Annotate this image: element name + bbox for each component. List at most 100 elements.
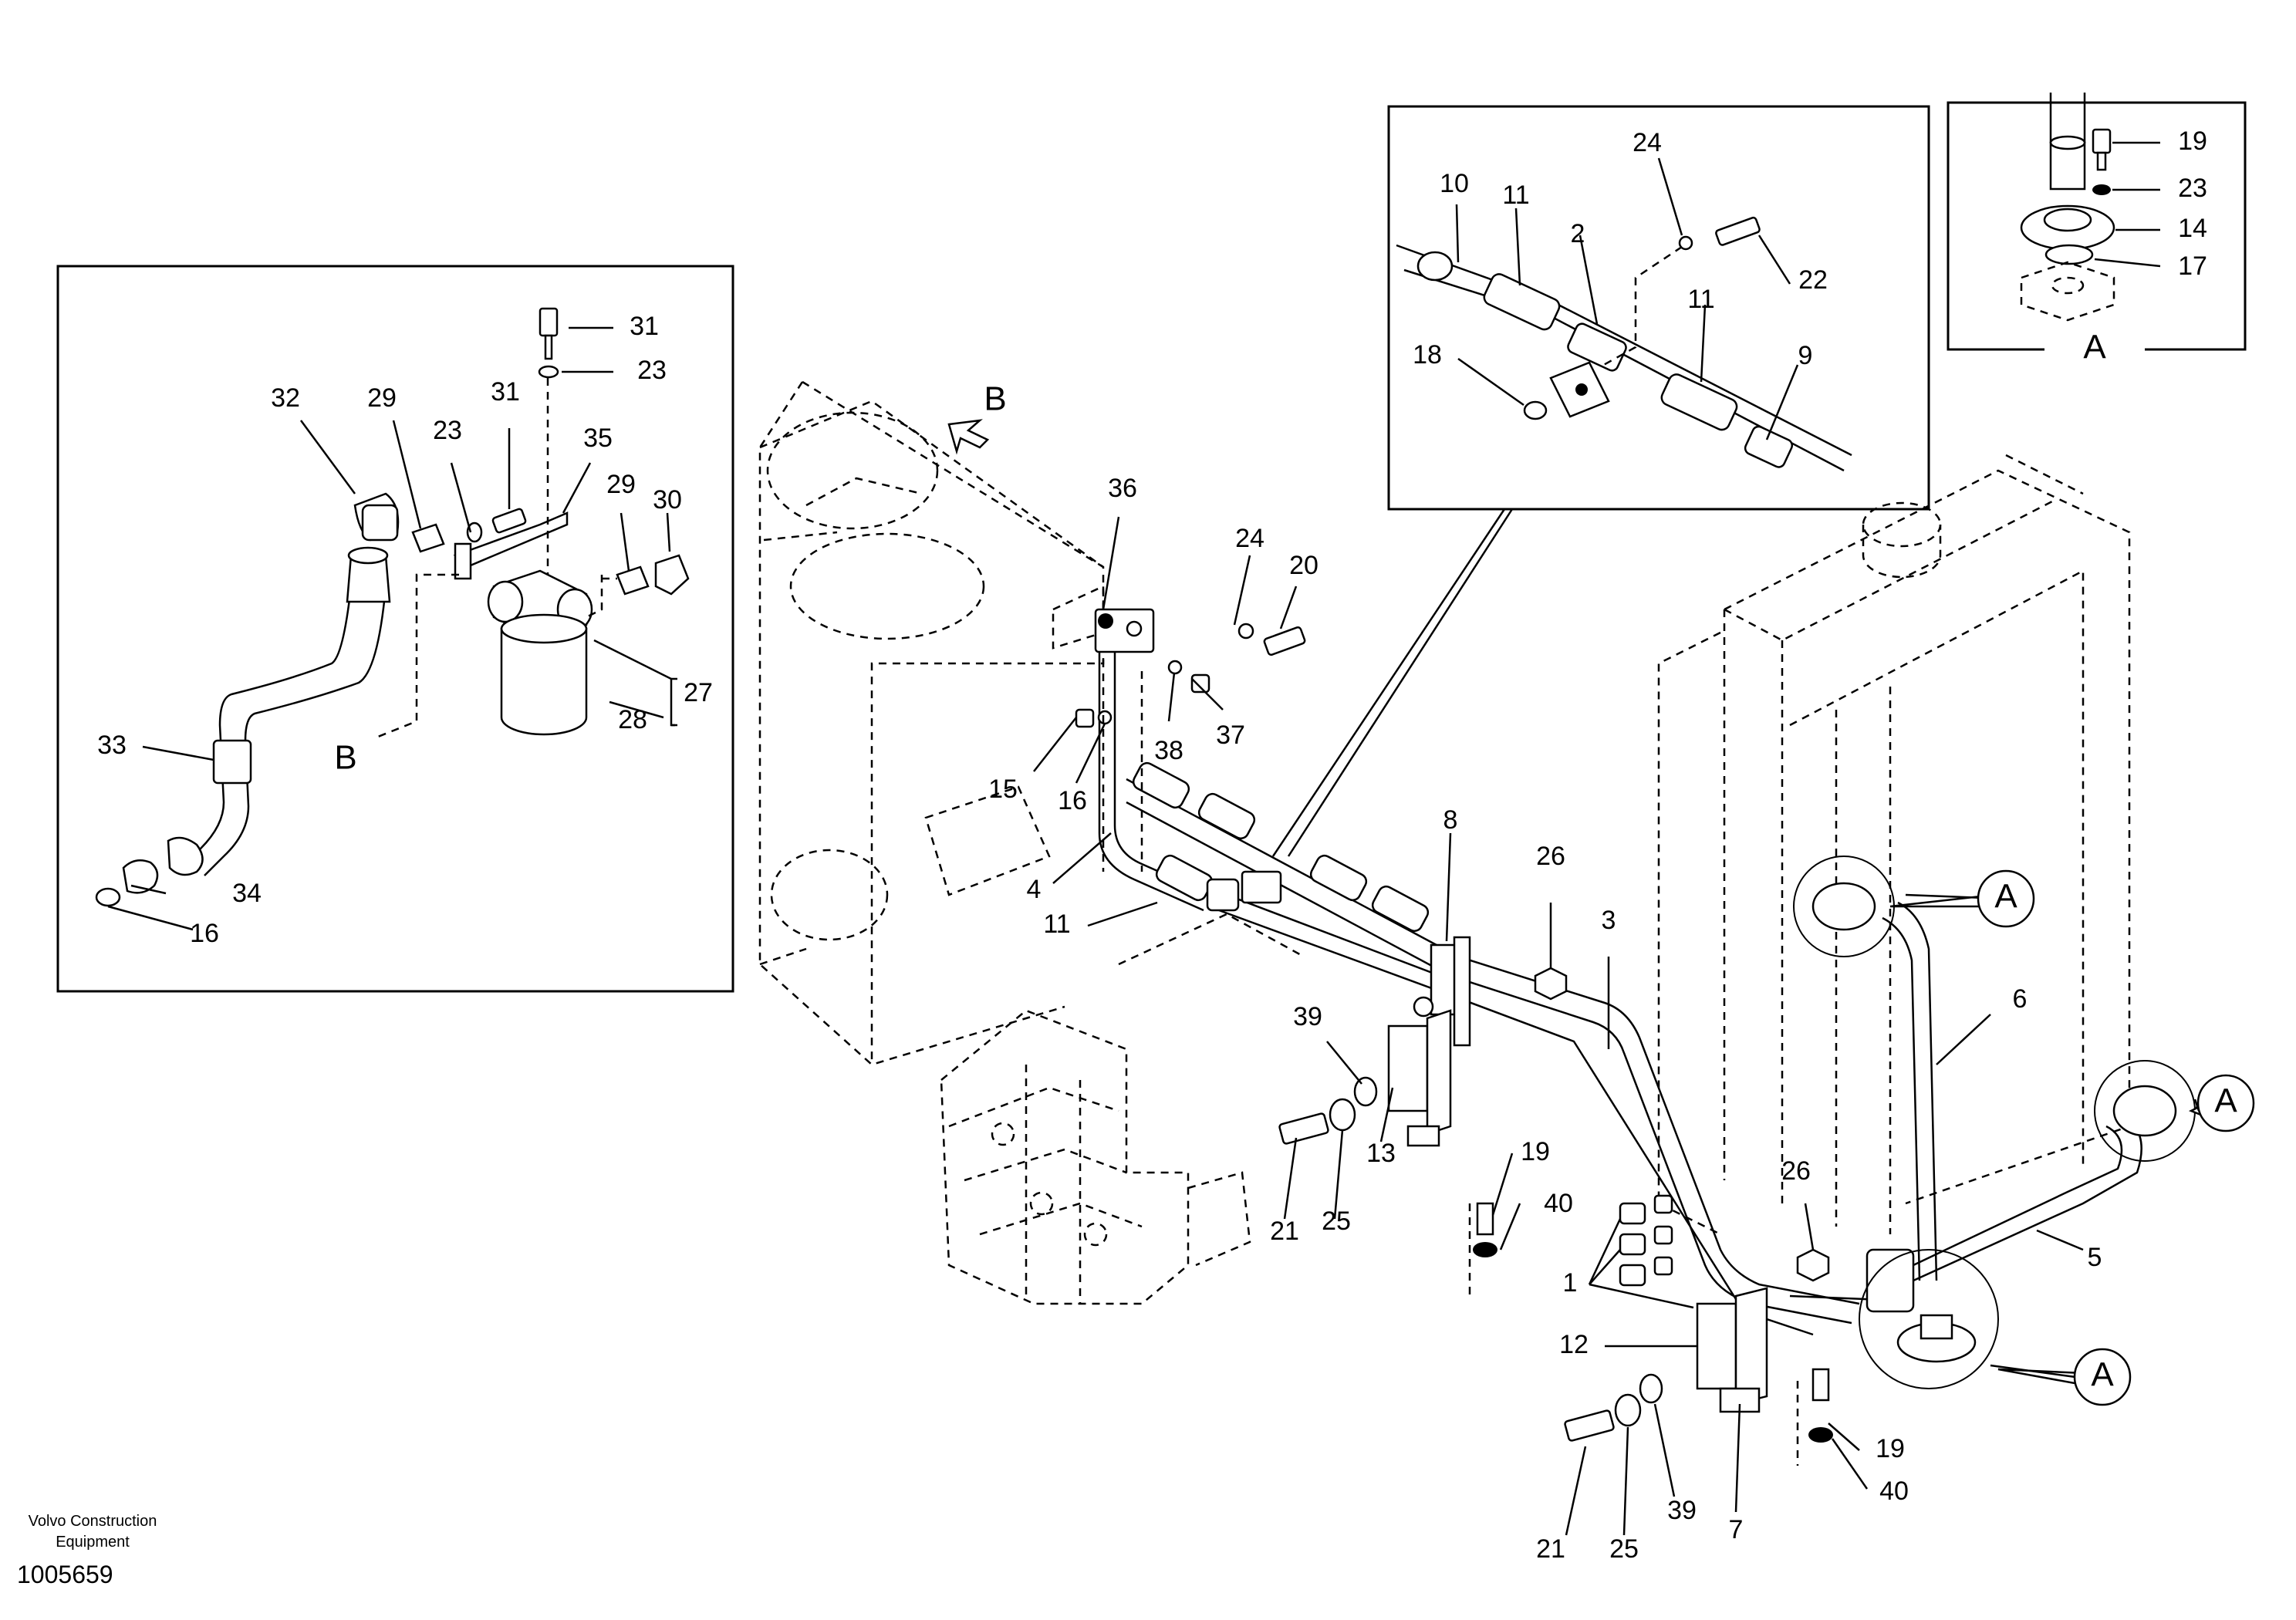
flange-14 <box>2049 141 2086 191</box>
callout-m22: A <box>2214 1082 2237 1120</box>
callout-m11: 8 <box>1443 805 1458 835</box>
callout-d4: 2 <box>1571 219 1585 248</box>
callout-o14: 34 <box>232 879 262 908</box>
document-number: 1005659 <box>17 1561 113 1588</box>
filter-canister-28 <box>500 627 588 736</box>
callout-m6: 38 <box>1154 736 1183 765</box>
callout-m18: 25 <box>1322 1207 1351 1236</box>
bracket-13 <box>1387 1024 1429 1112</box>
control-valve-phantom <box>940 1009 1251 1305</box>
callout-m10: 11 <box>1043 910 1070 939</box>
adapter-29b <box>616 565 650 596</box>
pipe-assembly <box>1098 652 2142 1336</box>
washer-25-upper <box>1329 1098 1356 1132</box>
callout-m25: 1 <box>1563 1268 1578 1298</box>
coupling-11a <box>1483 273 1561 331</box>
callout-m30: 21 <box>1536 1534 1565 1564</box>
callout-d5: 22 <box>1798 265 1828 295</box>
bolt-19-lower <box>1811 1368 1830 1402</box>
bolt-20 <box>1263 626 1306 656</box>
washer-25-lower <box>1614 1393 1642 1427</box>
elbow-30 <box>654 554 690 596</box>
o-ring-16 <box>1097 710 1113 725</box>
bolt-19-upper <box>1476 1202 1494 1236</box>
bolt-19-detail <box>2092 128 2112 154</box>
callout-o7: 35 <box>583 424 613 453</box>
callout-m19: 13 <box>1366 1139 1396 1168</box>
callout-o11: 28 <box>618 705 647 734</box>
callout-m28: 19 <box>1876 1434 1905 1463</box>
inset-filter-view <box>56 265 734 993</box>
washer-39-upper <box>1353 1076 1378 1107</box>
callout-m21: A <box>1994 878 2017 916</box>
cooler-phantom <box>1657 454 2131 1236</box>
callout-m16: 40 <box>1544 1189 1573 1218</box>
fitting-1a <box>1619 1202 1646 1225</box>
callout-d3: 11 <box>1502 181 1529 210</box>
detail-a-marker-1 <box>1977 869 2035 928</box>
o-ring-16-inset <box>95 887 121 907</box>
coupling-11b <box>1660 373 1738 431</box>
callout-m2: 36 <box>1108 474 1137 503</box>
callout-m24: 26 <box>1781 1156 1811 1186</box>
callout-m4: 20 <box>1289 551 1319 580</box>
washer-24-detail <box>1678 235 1693 251</box>
callout-m20: 6 <box>2013 984 2028 1014</box>
bolt-21-lower <box>1564 1409 1615 1442</box>
callout-o12: 33 <box>97 731 127 760</box>
callout-o4: 29 <box>367 383 397 413</box>
callout-a4: 17 <box>2178 251 2207 281</box>
callout-m31: 25 <box>1609 1534 1639 1564</box>
credit-line-1: Volvo Construction <box>29 1513 157 1530</box>
flange-upper <box>1811 882 1876 931</box>
seal-10 <box>1416 251 1454 282</box>
callout-m8: 16 <box>1058 786 1087 815</box>
callout-o9: 30 <box>653 485 682 515</box>
bolt-21-upper <box>1278 1112 1329 1145</box>
callout-m7: 15 <box>988 775 1018 804</box>
detail-a-marker-3 <box>2073 1348 2132 1406</box>
plug-37 <box>1190 673 1210 694</box>
bolt-31-top <box>539 307 559 337</box>
bolt-31-side <box>491 508 527 534</box>
callout-m15: 19 <box>1521 1137 1550 1166</box>
inset-coupling-detail <box>1387 105 1930 511</box>
callout-m1: B <box>984 380 1006 418</box>
spacer-40-lower <box>1808 1427 1833 1443</box>
callout-m29: 40 <box>1879 1477 1909 1506</box>
o-ring-18 <box>1523 400 1548 420</box>
callout-a1: 19 <box>2178 127 2207 156</box>
detail-a-marker-2 <box>2196 1074 2255 1132</box>
adapter-29a <box>411 523 445 553</box>
plug-15 <box>1075 708 1095 728</box>
callout-m3: 24 <box>1235 524 1264 553</box>
callout-m23: 5 <box>2088 1243 2102 1272</box>
washer-24 <box>1237 623 1254 640</box>
o-ring-38 <box>1167 660 1183 675</box>
inset-flange-detail <box>1947 93 2247 351</box>
spacer-40-upper <box>1473 1242 1497 1257</box>
bracket-12 <box>1696 1302 1737 1390</box>
callout-m5: 37 <box>1216 721 1245 750</box>
pipe-couplings <box>1075 608 2196 1466</box>
washer-23-detail <box>2092 184 2111 195</box>
callout-m12: 26 <box>1536 842 1565 871</box>
main-leaders <box>947 419 2208 1536</box>
callout-m27: A <box>2091 1356 2114 1394</box>
adapter-34 <box>122 859 159 894</box>
callout-o8: 29 <box>606 470 636 499</box>
callout-o10: 27 <box>684 678 713 707</box>
callout-o6: 31 <box>491 377 520 407</box>
callout-m17: 21 <box>1270 1217 1299 1246</box>
fitting-1c <box>1619 1264 1646 1287</box>
callout-o13: B <box>334 739 356 777</box>
footer: Volvo Construction Equipment 1005659 <box>17 1513 157 1588</box>
callout-d7: 18 <box>1413 340 1442 370</box>
callout-o5: 23 <box>433 416 462 445</box>
callout-m33: 7 <box>1729 1515 1744 1544</box>
washer-23-top <box>538 365 559 379</box>
callout-a5: A <box>2083 329 2106 366</box>
callout-m9: 4 <box>1027 875 1042 904</box>
washer-39-lower <box>1639 1373 1663 1404</box>
